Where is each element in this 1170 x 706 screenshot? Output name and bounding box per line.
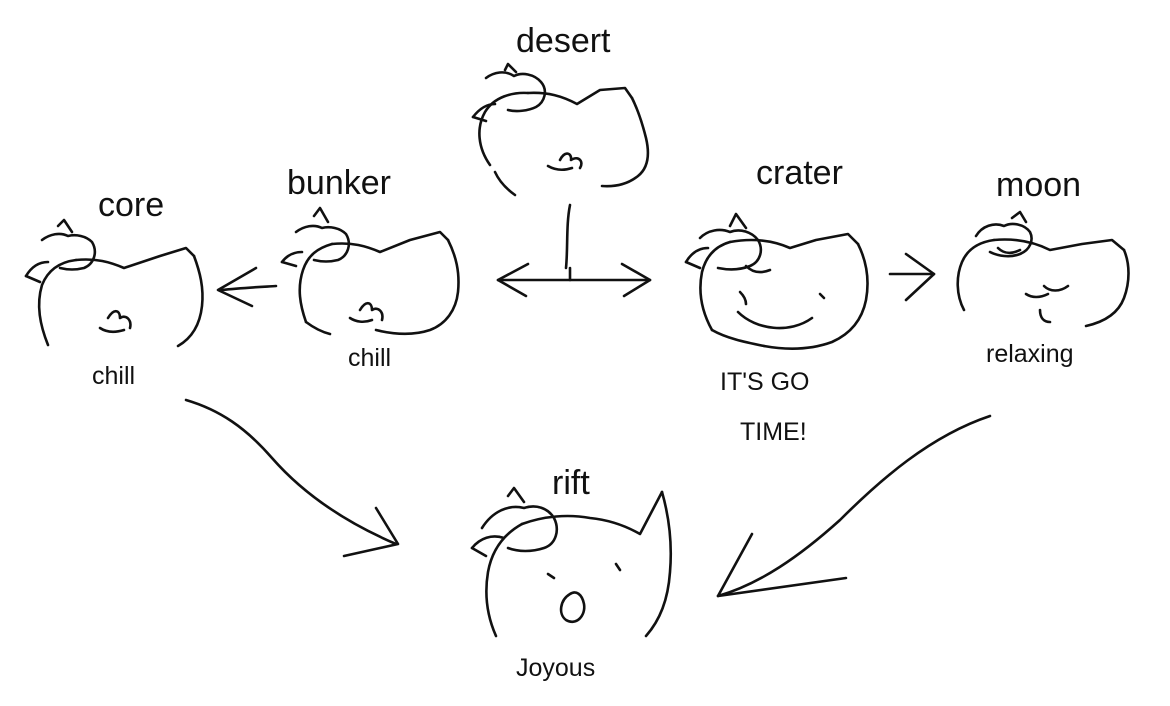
rift-cat-drawing [470, 486, 673, 638]
bunker-to-core-arrow [216, 266, 278, 308]
node-mood-bunker: chill [348, 344, 392, 372]
node-title-rift: rift [552, 464, 590, 502]
node-title-crater: crater [756, 154, 843, 192]
node-title-desert: desert [516, 22, 611, 60]
node-mood-moon: relaxing [986, 340, 1074, 368]
crater-to-moon-arrow [888, 252, 936, 302]
crater-cat-drawing [684, 212, 869, 350]
bunker-cat-drawing [280, 206, 460, 336]
moon-to-rift-arrow [716, 414, 992, 598]
core-cat-drawing [24, 218, 204, 348]
node-mood-core: chill [92, 362, 136, 390]
node-mood-crater-line2: TIME! [740, 418, 807, 446]
desert-branch-arrow [496, 262, 652, 298]
node-title-bunker: bunker [287, 164, 391, 202]
node-mood-rift: Joyous [516, 654, 596, 682]
node-title-moon: moon [996, 166, 1082, 204]
moon-cat-drawing [956, 210, 1130, 328]
core-to-rift-arrow [184, 398, 400, 558]
node-title-core: core [98, 186, 165, 224]
node-mood-crater-line1: IT'S GO [720, 368, 810, 396]
desert-cat-drawing [471, 62, 650, 270]
